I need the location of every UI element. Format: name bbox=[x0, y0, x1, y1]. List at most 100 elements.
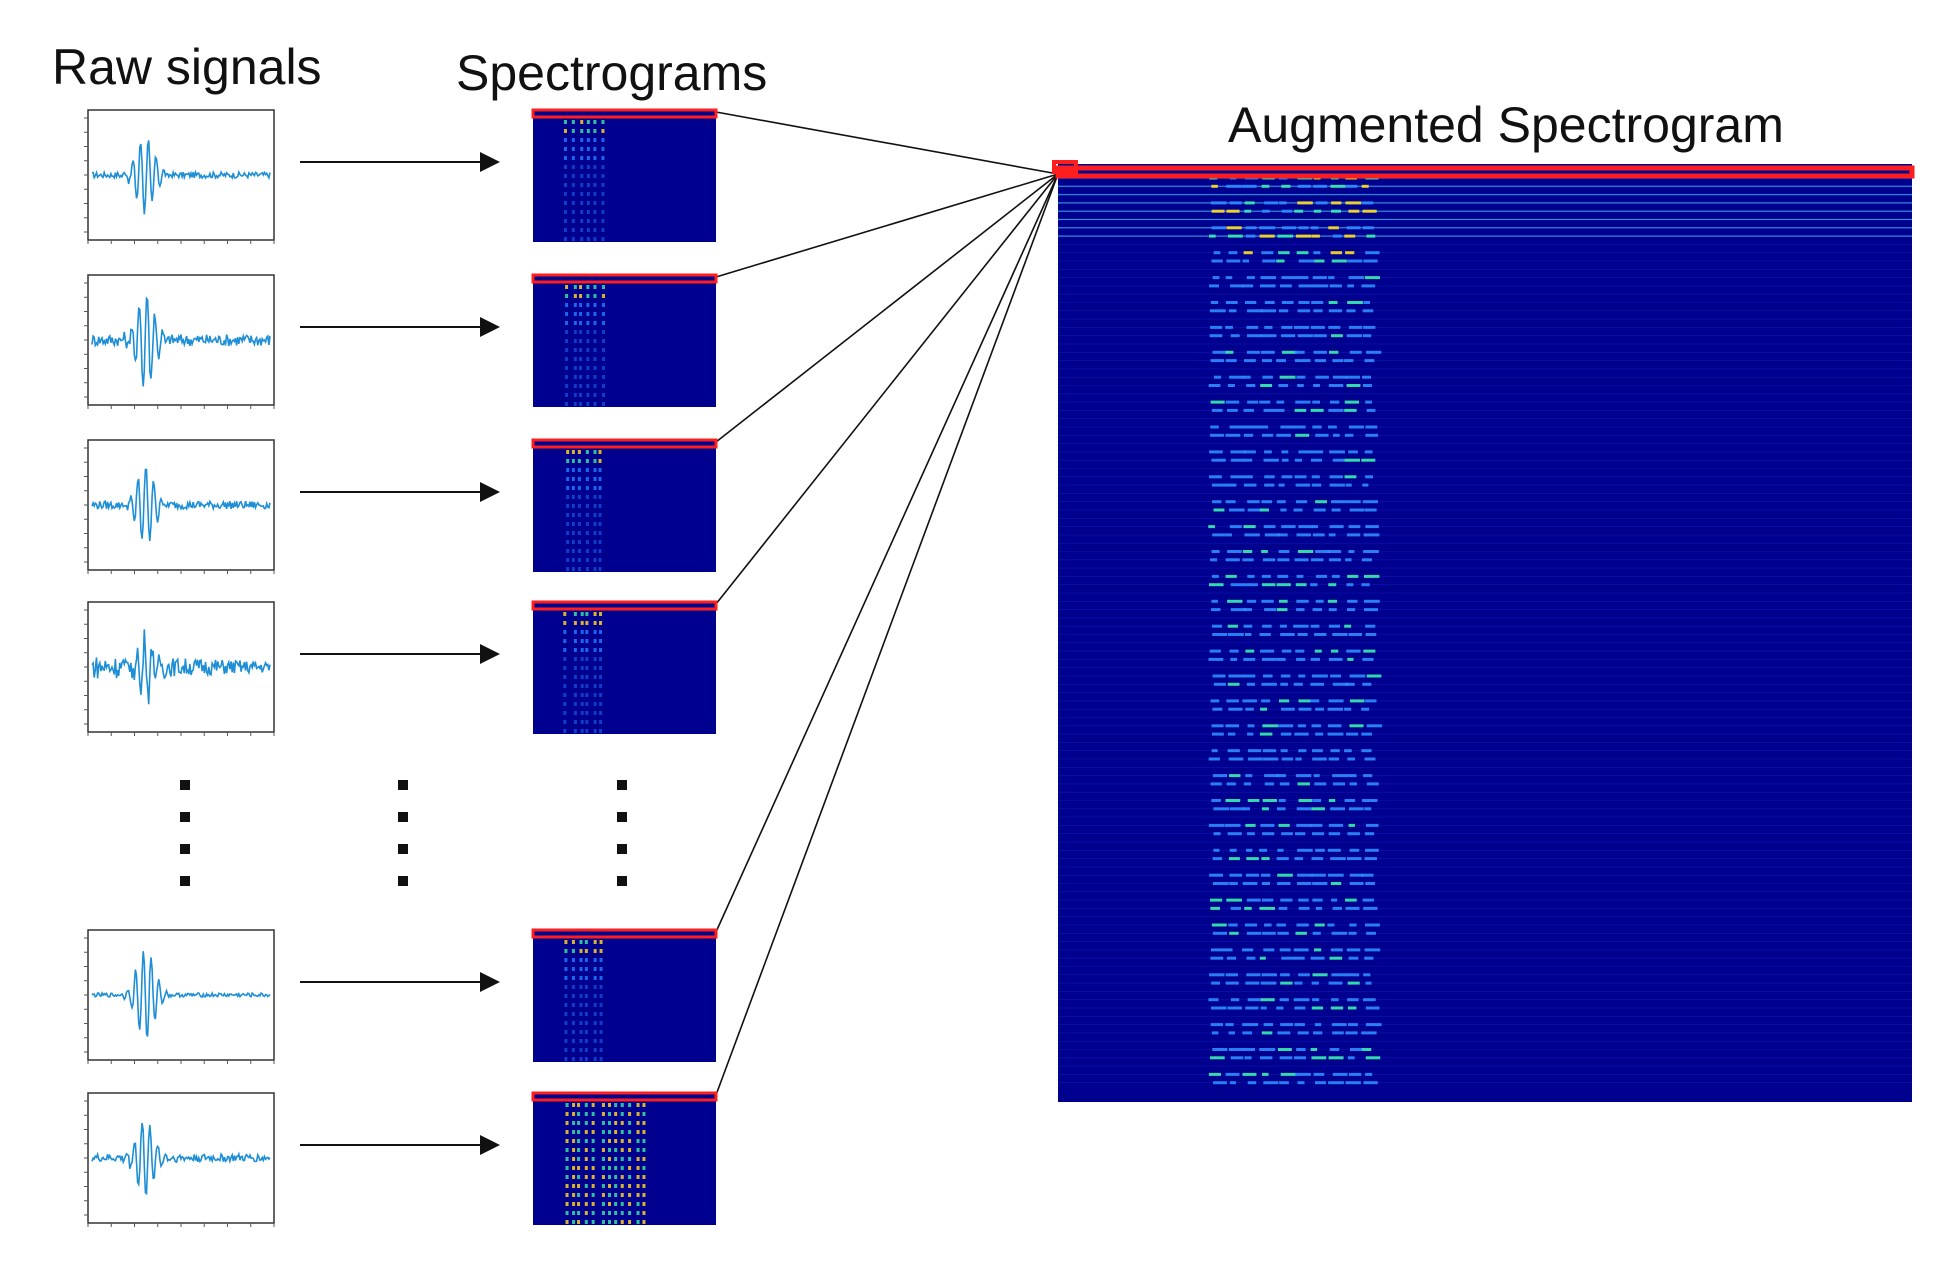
aug-cell bbox=[1210, 201, 1227, 205]
aug-cell bbox=[1328, 301, 1338, 304]
spectrogram-cell bbox=[599, 666, 603, 670]
spectrogram-cell bbox=[593, 330, 597, 334]
aug-cell bbox=[1280, 1072, 1297, 1076]
spectrogram-cell bbox=[580, 174, 584, 178]
aug-cell bbox=[1315, 732, 1324, 736]
spectrogram-cell bbox=[563, 666, 567, 670]
spectrogram-cell bbox=[614, 1166, 618, 1170]
aug-cell bbox=[1349, 782, 1358, 786]
spectrogram-cell bbox=[593, 477, 597, 481]
aug-cell bbox=[1330, 649, 1339, 653]
aug-cell bbox=[1293, 325, 1310, 329]
spectrogram-cell bbox=[628, 1175, 632, 1179]
spectrogram-cell bbox=[571, 192, 575, 196]
aug-cell bbox=[1277, 408, 1285, 412]
aug-cell bbox=[1296, 574, 1304, 578]
spectrogram-cell bbox=[591, 1193, 595, 1197]
spectrogram-cell bbox=[571, 459, 575, 463]
aug-cell bbox=[1365, 1023, 1382, 1027]
spectrogram-cell bbox=[580, 639, 584, 643]
spectrogram-cell bbox=[565, 375, 569, 379]
aug-cell bbox=[1228, 309, 1237, 313]
aug-cell bbox=[1328, 583, 1337, 587]
aug-cell bbox=[1365, 1006, 1380, 1010]
aug-cell bbox=[1279, 599, 1288, 603]
aug-cell bbox=[1213, 375, 1222, 379]
aug-cell bbox=[1244, 533, 1260, 537]
aug-cell bbox=[1310, 657, 1320, 661]
aug-cell bbox=[1278, 823, 1290, 827]
aug-cell bbox=[1311, 234, 1320, 238]
aug-cell bbox=[1310, 624, 1320, 628]
aug-cell bbox=[1276, 500, 1286, 504]
aug-cell bbox=[1228, 1031, 1236, 1035]
aug-cell bbox=[1259, 226, 1276, 230]
spectrogram-cell bbox=[571, 237, 575, 241]
aug-cell bbox=[1230, 906, 1241, 910]
spectrogram-cell bbox=[579, 958, 583, 962]
aug-cell bbox=[1328, 425, 1337, 429]
spectrogram-cell bbox=[586, 192, 590, 196]
aug-cell bbox=[1329, 1048, 1340, 1051]
spectrogram-cell bbox=[636, 1157, 640, 1161]
aug-cell bbox=[1328, 408, 1344, 412]
spectrogram-cell bbox=[563, 630, 567, 634]
signal-trace bbox=[91, 296, 271, 387]
spectrogram-cell bbox=[577, 513, 581, 517]
spectrogram-cell bbox=[614, 1184, 618, 1188]
aug-cell bbox=[1296, 375, 1306, 379]
spectrogram-cell bbox=[607, 1121, 611, 1125]
spectrogram-cell bbox=[585, 486, 589, 490]
highlight-band bbox=[531, 1091, 718, 1102]
aug-cell bbox=[1294, 408, 1307, 412]
aug-cell bbox=[1246, 857, 1259, 861]
raw-signal-plot bbox=[84, 1092, 275, 1227]
spectrogram-cell bbox=[599, 612, 603, 616]
aug-cell bbox=[1362, 483, 1369, 487]
aug-cell bbox=[1328, 624, 1341, 628]
aug-cell bbox=[1297, 550, 1314, 553]
aug-cell bbox=[1365, 433, 1379, 437]
aug-cell bbox=[1261, 998, 1275, 1002]
spectrogram-cell bbox=[636, 1220, 640, 1224]
aug-cell bbox=[1279, 782, 1290, 786]
aug-cell bbox=[1366, 674, 1382, 678]
spectrogram-cell bbox=[607, 1193, 611, 1197]
aug-cell bbox=[1246, 325, 1259, 329]
spectrogram-cell bbox=[566, 486, 570, 490]
aug-cell bbox=[1280, 633, 1295, 636]
aug-cell bbox=[1261, 973, 1277, 977]
aug-cell bbox=[1362, 500, 1379, 504]
aug-cell bbox=[1361, 1031, 1377, 1035]
aug-cell bbox=[1230, 583, 1244, 587]
spectrogram-cell bbox=[593, 567, 597, 571]
aug-cell bbox=[1262, 799, 1277, 802]
aug-cell bbox=[1213, 682, 1226, 686]
aug-cell bbox=[1211, 209, 1225, 213]
aug-cell bbox=[1245, 707, 1254, 711]
aug-cell bbox=[1229, 807, 1245, 811]
spectrogram-cell bbox=[601, 375, 605, 379]
aug-cell bbox=[1332, 782, 1346, 786]
aug-cell bbox=[1313, 948, 1322, 952]
aug-cell bbox=[1295, 583, 1307, 587]
aug-cell bbox=[1278, 724, 1294, 728]
aug-cell bbox=[1345, 483, 1352, 487]
aug-cell bbox=[1345, 973, 1360, 977]
aug-cell bbox=[1364, 832, 1375, 836]
aug-cell bbox=[1280, 707, 1295, 711]
aug-cell bbox=[1259, 633, 1271, 636]
spectrogram-cell bbox=[584, 994, 588, 998]
aug-cell bbox=[1331, 209, 1341, 213]
spectrogram-cell bbox=[565, 339, 569, 343]
aug-cell bbox=[1209, 898, 1223, 902]
spectrogram-cell bbox=[584, 985, 588, 989]
aug-cell bbox=[1315, 433, 1329, 437]
spectrogram-cell bbox=[598, 450, 602, 454]
spectrogram-cell bbox=[628, 1103, 632, 1107]
spectrogram-cell bbox=[571, 210, 575, 214]
aug-cell bbox=[1327, 732, 1344, 736]
spectrogram-cell bbox=[579, 312, 583, 316]
spectrogram-body bbox=[533, 930, 716, 1062]
spectrogram-cell bbox=[580, 729, 584, 733]
